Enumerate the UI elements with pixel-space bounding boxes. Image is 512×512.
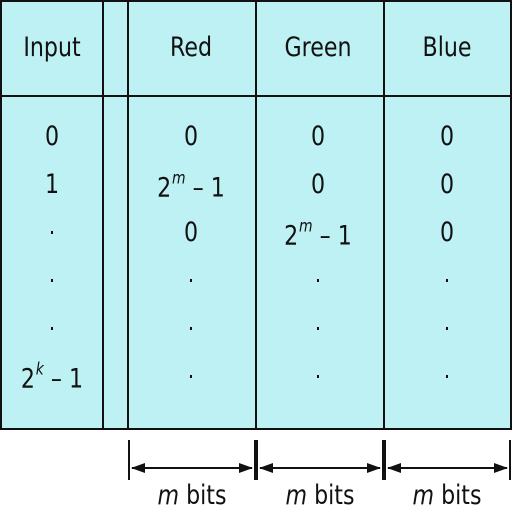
green-value-row-2: 0 — [310, 169, 326, 200]
exponent-m: m — [299, 216, 313, 237]
input-value-row-1: 0 — [44, 121, 60, 152]
red-bits-arrow — [128, 440, 256, 480]
blue-value-row-3: 0 — [439, 217, 455, 248]
green-bits-label: m bits — [285, 481, 354, 511]
bits-unit: bits — [186, 480, 227, 511]
green-value-row-1: 0 — [310, 121, 326, 152]
green-value-row-5: . — [314, 308, 322, 336]
red-value-row-5: . — [187, 308, 195, 336]
red-value-row-6: . — [187, 356, 195, 384]
bit-width-indicators — [128, 440, 511, 480]
blue-value-row-2: 0 — [439, 169, 455, 200]
exponent-k: k — [35, 359, 44, 380]
blue-value-row-1: 0 — [439, 121, 455, 152]
bits-variable: m — [285, 480, 308, 511]
red-bits-label: m bits — [157, 481, 226, 511]
red-value-row-1: 0 — [183, 121, 199, 152]
blue-value-row-6: . — [443, 356, 451, 384]
green-bits-arrow — [256, 440, 384, 480]
blue-value-row-5: . — [443, 308, 451, 336]
header-green: Green — [284, 32, 352, 63]
blue-bits-arrow — [384, 440, 511, 480]
bits-variable: m — [157, 480, 180, 511]
header-blue: Blue — [422, 32, 472, 63]
red-value-row-4: . — [187, 260, 195, 288]
blue-bits-label: m bits — [412, 481, 481, 511]
blue-value-row-4: . — [443, 260, 451, 288]
bits-unit: bits — [314, 480, 355, 511]
green-value-row-4: . — [314, 260, 322, 288]
input-value-row-4: . — [48, 260, 56, 288]
input-value-row-5: . — [48, 308, 56, 336]
exponent-m: m — [172, 168, 186, 189]
header-red: Red — [169, 32, 213, 63]
green-value-row-6: . — [314, 356, 322, 384]
input-value-row-6: 2k – 1 — [20, 359, 84, 395]
bits-unit: bits — [441, 480, 482, 511]
bits-variable: m — [412, 480, 435, 511]
red-value-row-2: 2m – 1 — [157, 168, 225, 204]
green-value-row-3: 2m – 1 — [284, 216, 352, 252]
header-input: Input — [23, 32, 81, 63]
input-value-row-3: . — [48, 212, 56, 240]
input-value-row-2: 1 — [44, 169, 60, 200]
red-value-row-3: 0 — [183, 217, 199, 248]
color-lookup-table — [0, 0, 512, 430]
